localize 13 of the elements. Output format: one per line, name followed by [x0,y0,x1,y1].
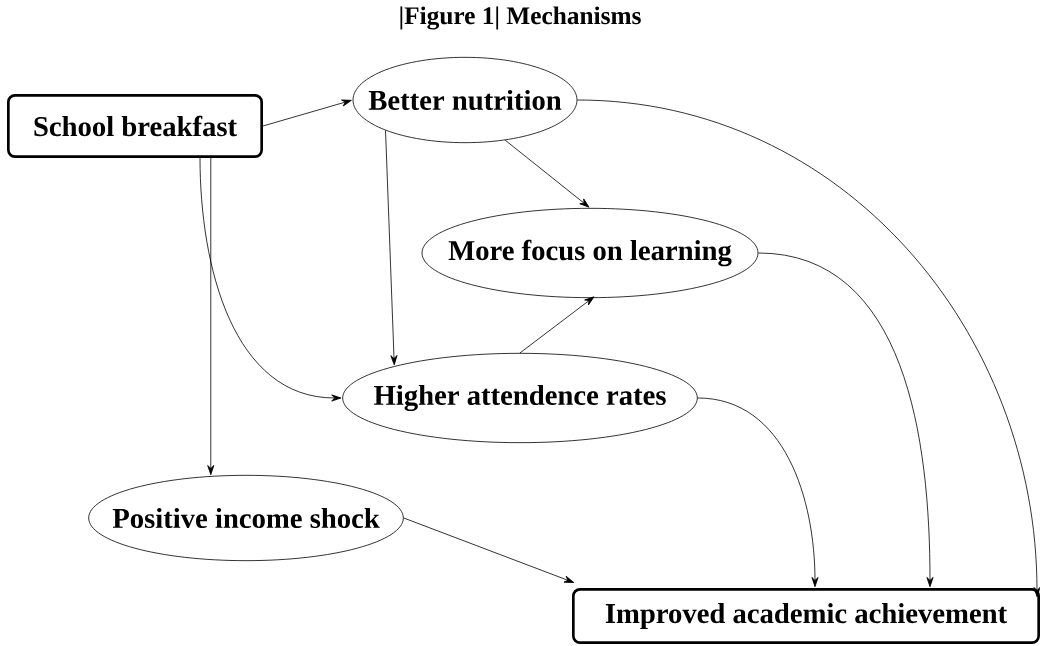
arrow [199,157,342,402]
arrow [577,99,1040,598]
process-box: Improved academic achievement [572,588,1040,644]
arrow [504,139,590,208]
arrow [262,99,352,127]
arrow [207,157,215,476]
process-box: School breakfast [7,94,263,158]
arrow [758,252,934,588]
arrow [403,517,575,583]
arrow [385,130,398,366]
arrow [697,397,819,588]
arrow [519,296,595,354]
title: |Figure 1| Mechanisms [400,6,641,30]
